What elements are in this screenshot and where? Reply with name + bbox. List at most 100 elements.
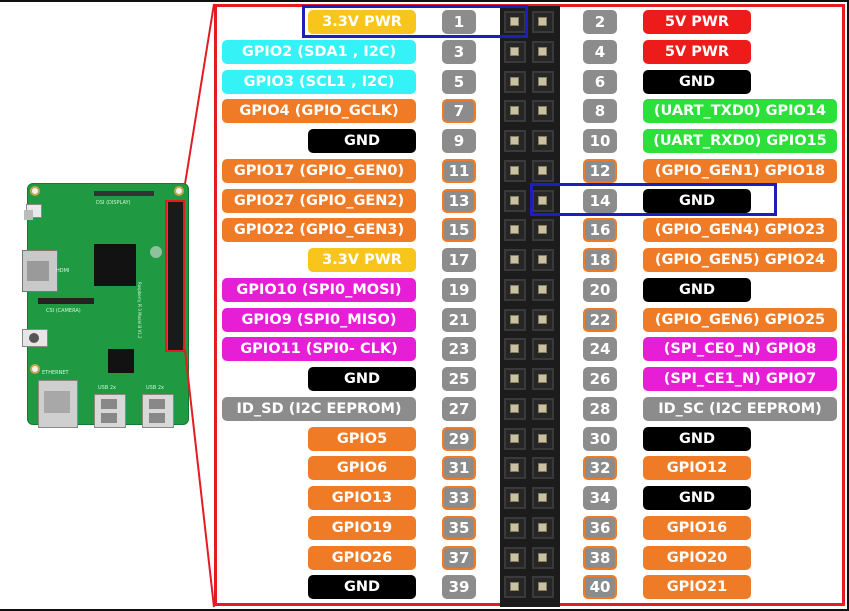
pin-12-number: 12: [583, 158, 617, 183]
gpio-header: [500, 6, 560, 607]
pin-25-label: GND: [308, 367, 416, 391]
header-pin-18: [538, 255, 547, 264]
header-pin-1: [510, 17, 519, 26]
header-pin-28: [538, 403, 547, 413]
pin-15-number: 15: [442, 218, 476, 243]
header-pin-10: [538, 136, 547, 145]
pin-4-number: 4: [583, 39, 617, 64]
ethernet-label: ETHERNET: [42, 370, 69, 376]
pin-17-label: 3.3V PWR: [308, 248, 416, 272]
pin-5-number: 5: [442, 69, 476, 94]
header-pin-29: [510, 433, 519, 443]
pin-11-label: GPIO17 (GPIO_GEN0): [222, 158, 416, 183]
pin-3-label: GPIO2 (SDA1 , I2C): [222, 39, 416, 64]
pin-30-label: GND: [643, 426, 751, 451]
pin-40-number: 40: [583, 575, 617, 600]
header-pin-20: [538, 284, 547, 294]
pin-30-number: 30: [583, 426, 617, 451]
pin-34-number: 34: [583, 486, 617, 510]
header-pin-4: [538, 46, 547, 56]
pin-39-label: GND: [308, 575, 416, 600]
pin-38-label: GPIO20: [643, 545, 751, 570]
mount-hole: [174, 186, 184, 196]
header-pin-14: [538, 195, 547, 205]
pin-11-number: 11: [442, 158, 476, 183]
pin-23-number: 23: [442, 337, 476, 362]
header-pin-36: [538, 522, 547, 532]
pin-10-label: (UART_RXD0) GPIO15: [643, 129, 837, 153]
pin-29-number: 29: [442, 426, 476, 451]
pin-13-label: GPIO27 (GPIO_GEN2): [222, 188, 416, 213]
pin-39-number: 39: [442, 575, 476, 600]
pin-31-number: 31: [442, 456, 476, 481]
pin-4-label: 5V PWR: [643, 39, 751, 64]
header-pin-31: [510, 463, 519, 473]
pin-32-number: 32: [583, 456, 617, 481]
highlight-box-pin1: [302, 5, 528, 38]
header-pin-12: [538, 165, 547, 175]
header-pin-26: [538, 374, 547, 383]
pin-22-number: 22: [583, 307, 617, 332]
pin-7-label: GPIO4 (GPIO_GCLK): [222, 99, 416, 124]
header-pin-24: [538, 344, 547, 354]
pin-17-number: 17: [442, 248, 476, 272]
pin-20-number: 20: [583, 277, 617, 302]
header-pin-11: [510, 165, 519, 175]
bottom-border: [0, 609, 849, 611]
header-pin-8: [538, 106, 547, 116]
pin-32-label: GPIO12: [643, 456, 751, 481]
pin-31-label: GPIO6: [308, 456, 416, 481]
header-pin-27: [510, 403, 519, 413]
usb-label-2: USB 2x: [146, 385, 164, 391]
header-pin-32: [538, 463, 547, 473]
pin-3-number: 3: [442, 39, 476, 64]
pin-9-number: 9: [442, 129, 476, 153]
header-pin-9: [510, 136, 519, 145]
hdmi-label: HDMI: [56, 268, 70, 274]
pin-16-number: 16: [583, 218, 617, 243]
pin-40-label: GPIO21: [643, 575, 751, 600]
pin-2-label: 5V PWR: [643, 10, 751, 34]
pin-19-label: GPIO10 (SPI0_MOSI): [222, 277, 416, 302]
header-pin-17: [510, 255, 519, 264]
pin-28-label: ID_SC (I2C EEPROM): [643, 396, 837, 421]
usb-port-2: [142, 394, 174, 428]
usb-label-1: USB 2x: [98, 385, 116, 391]
pin-26-number: 26: [583, 367, 617, 391]
header-pin-37: [510, 552, 519, 562]
header-pin-22: [538, 314, 547, 324]
pin-27-label: ID_SD (I2C EEPROM): [222, 396, 416, 421]
header-pin-13: [510, 195, 519, 205]
pin-6-number: 6: [583, 69, 617, 94]
pin-26-label: (SPI_CE1_N) GPIO7: [643, 367, 837, 391]
header-pin-19: [510, 284, 519, 294]
pin-28-number: 28: [583, 396, 617, 421]
display-label: DSI (DISPLAY): [96, 200, 131, 206]
pin-24-label: (SPI_CE0_N) GPIO8: [643, 337, 837, 362]
header-pin-16: [538, 225, 547, 235]
pin-14-label: GND: [643, 188, 751, 213]
header-pin-23: [510, 344, 519, 354]
pin-2-number: 2: [583, 10, 617, 34]
pin-33-number: 33: [442, 486, 476, 510]
header-pin-6: [538, 76, 547, 86]
header-pin-34: [538, 493, 547, 502]
pin-27-number: 27: [442, 396, 476, 421]
pin-23-label: GPIO11 (SPI0- CLK): [222, 337, 416, 362]
right-border: [847, 0, 849, 611]
board-gpio-header: [168, 202, 184, 352]
pin-16-label: (GPIO_GEN4) GPIO23: [643, 218, 837, 243]
pin-20-label: GND: [643, 277, 751, 302]
pin-34-label: GND: [643, 486, 751, 510]
pin-9-label: GND: [308, 129, 416, 153]
pin-1-label: 3.3V PWR: [308, 10, 416, 34]
header-pin-30: [538, 433, 547, 443]
pin-38-number: 38: [583, 545, 617, 570]
header-pin-5: [510, 76, 519, 86]
raspberry-pi-board: DSI (DISPLAY) HDMI CSI (CAMERA) ETHERNET…: [22, 183, 189, 428]
pin-24-number: 24: [583, 337, 617, 362]
header-pin-7: [510, 106, 519, 116]
pin-18-label: (GPIO_GEN5) GPIO24: [643, 248, 837, 272]
pin-21-number: 21: [442, 307, 476, 332]
